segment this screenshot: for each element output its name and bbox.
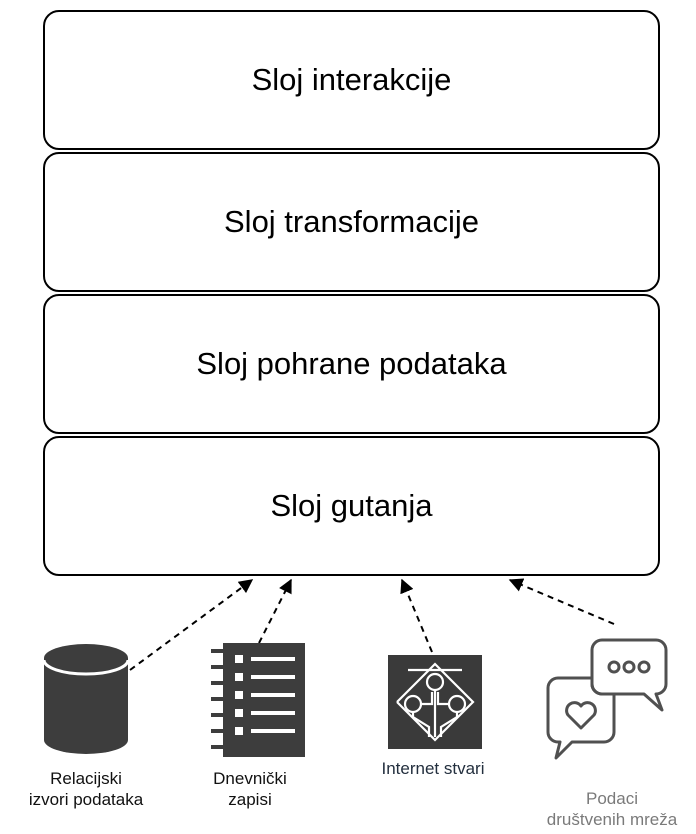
arrow-iot [400, 578, 433, 653]
layer-interaction: Sloj interakcije [43, 10, 660, 150]
source-label-relational: Relacijski izvori podataka [28, 769, 144, 809]
database-cylinder-icon [42, 644, 130, 754]
iot-circuit-icon [388, 655, 482, 749]
layer-storage: Sloj pohrane podataka [43, 294, 660, 434]
source-label-social: Podaci društvenih mreža [546, 789, 678, 829]
layer-transformation: Sloj transformacije [43, 152, 660, 292]
layer-transformation-label: Sloj transformacije [224, 204, 479, 239]
layer-ingestion: Sloj gutanja [43, 436, 660, 576]
chat-bubbles-icon [546, 638, 668, 760]
source-label-logs: Dnevnički zapisi [213, 769, 287, 809]
layer-interaction-label: Sloj interakcije [251, 62, 452, 97]
arrow-social [508, 578, 615, 625]
layer-storage-label: Sloj pohrane podataka [196, 346, 507, 381]
log-notebook-icon [211, 643, 305, 757]
arrow-logs [258, 578, 292, 644]
layer-ingestion-label: Sloj gutanja [270, 488, 433, 523]
source-label-iot: Internet stvari [381, 759, 485, 778]
